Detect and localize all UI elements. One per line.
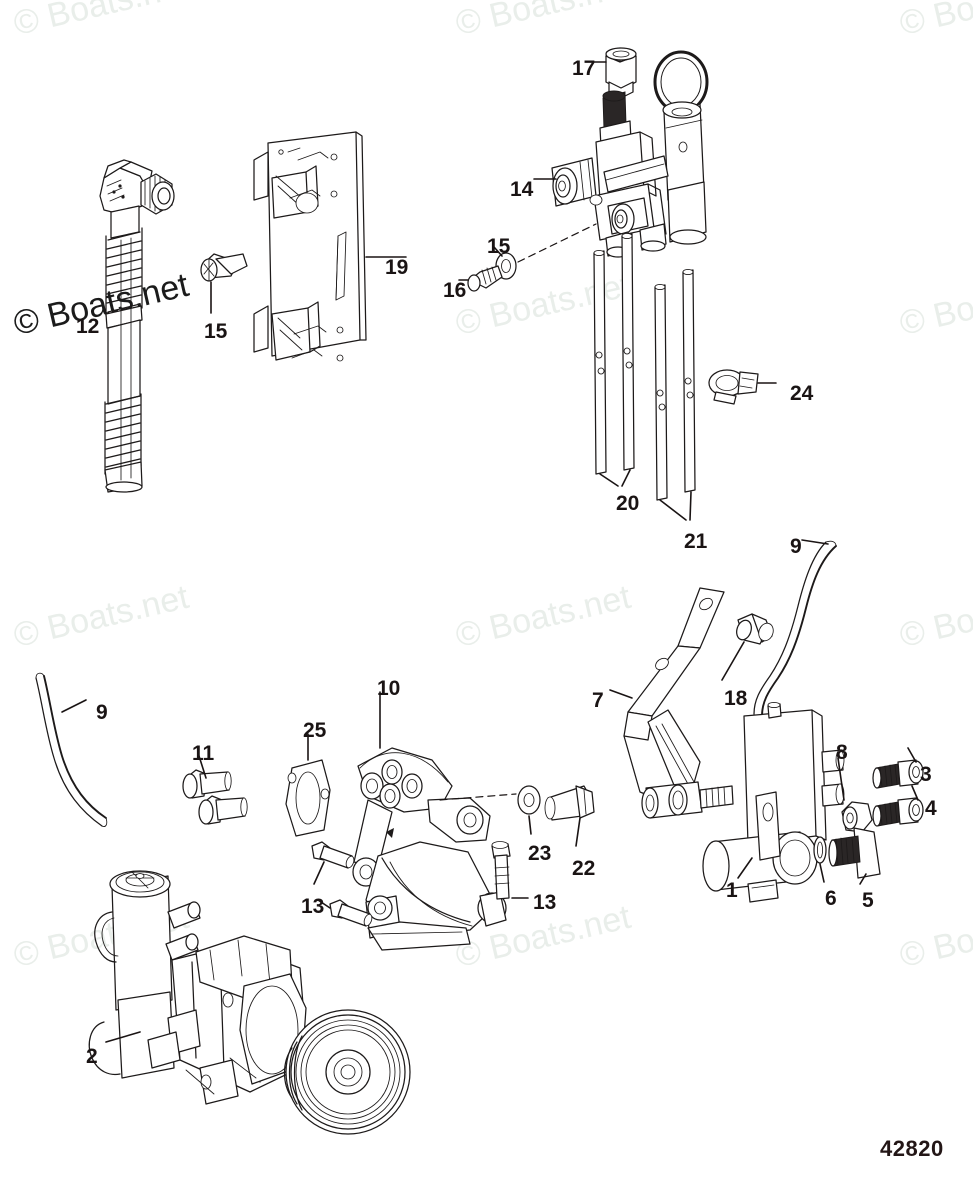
- part-23-washer: [518, 786, 540, 834]
- part-25-gasket: [286, 734, 330, 836]
- part-24-hose-clamp: [709, 370, 776, 404]
- callout-o-ring[interactable]: 6: [825, 887, 837, 910]
- callout-threaded-plug[interactable]: 5: [862, 889, 874, 912]
- callout-gasket[interactable]: 25: [303, 719, 327, 742]
- part-11-hex-bolts: [183, 756, 247, 824]
- callout-hex-bolt-bracket[interactable]: 22: [572, 857, 596, 880]
- part-6-o-ring: [814, 837, 826, 882]
- part-13-stud-left-upper: [312, 842, 355, 884]
- callout-tube-pair-short[interactable]: 21: [684, 530, 708, 553]
- callout-mounting-plate[interactable]: 19: [385, 256, 409, 279]
- part-1-power-steering-cylinder: [703, 702, 844, 902]
- callout-hex-nut[interactable]: 17: [572, 57, 596, 80]
- part-22-hex-bolt: [545, 786, 594, 846]
- callout-flange-nut[interactable]: 8: [836, 741, 848, 764]
- callout-washer-bracket[interactable]: 23: [528, 842, 552, 865]
- callout-steering-hose-assembly[interactable]: 12: [76, 315, 100, 338]
- callout-power-steering-cylinder[interactable]: 1: [726, 879, 738, 902]
- callout-mounting-bracket[interactable]: 10: [377, 677, 401, 700]
- callout-screw-left[interactable]: 15: [204, 320, 228, 343]
- callout-power-steering-pump[interactable]: 2: [86, 1045, 98, 1068]
- callout-pivot-bolt[interactable]: 18: [724, 687, 748, 710]
- part-7-support-bracket: [610, 588, 733, 818]
- part-17-hex-nut: [594, 48, 636, 98]
- part-16-bolt: [459, 266, 502, 291]
- part-15-screw-left: [201, 254, 247, 313]
- callout-washer[interactable]: 15: [487, 235, 511, 258]
- part-5-threaded-plug: [829, 828, 880, 884]
- callout-stud-left[interactable]: 13: [301, 895, 325, 918]
- part-8-flange-nut: [838, 758, 872, 832]
- callout-hydraulic-hose-right[interactable]: 9: [790, 535, 802, 558]
- callout-stud-right[interactable]: 13: [533, 891, 557, 914]
- callout-hydraulic-hose-left[interactable]: 9: [96, 701, 108, 724]
- callout-hose-fitting-lower[interactable]: 4: [925, 797, 937, 820]
- diagram-number: 42820: [880, 1136, 944, 1161]
- part-13-stud-left-lower: [318, 900, 373, 927]
- part-9-hose-left: [36, 673, 107, 826]
- part-21-tube-pair: [655, 269, 695, 520]
- part-19-mounting-plate: [254, 132, 406, 361]
- part-4-hose-fitting-lower: [873, 786, 923, 826]
- part-20-tube-pair: [594, 233, 634, 486]
- part-3-hose-fitting-upper: [873, 748, 923, 788]
- part-12-steering-hose-assembly: [100, 160, 174, 492]
- callout-tube-pair-long[interactable]: 20: [616, 492, 640, 515]
- part-14-control-valve-assembly: [534, 52, 707, 257]
- callout-support-bracket[interactable]: 7: [592, 689, 604, 712]
- callout-control-valve-assembly[interactable]: 14: [510, 178, 534, 201]
- part-18-pivot-bolt: [722, 614, 776, 680]
- callout-hex-bolts[interactable]: 11: [192, 742, 215, 765]
- callout-hose-clamp[interactable]: 24: [790, 382, 814, 405]
- part-10-mounting-bracket: [353, 692, 506, 950]
- part-13-stud-right: [492, 842, 528, 900]
- part-2-power-steering-pump: [89, 871, 410, 1134]
- callout-hose-fitting-upper[interactable]: 3: [920, 763, 932, 786]
- callout-bolt[interactable]: 16: [443, 279, 467, 302]
